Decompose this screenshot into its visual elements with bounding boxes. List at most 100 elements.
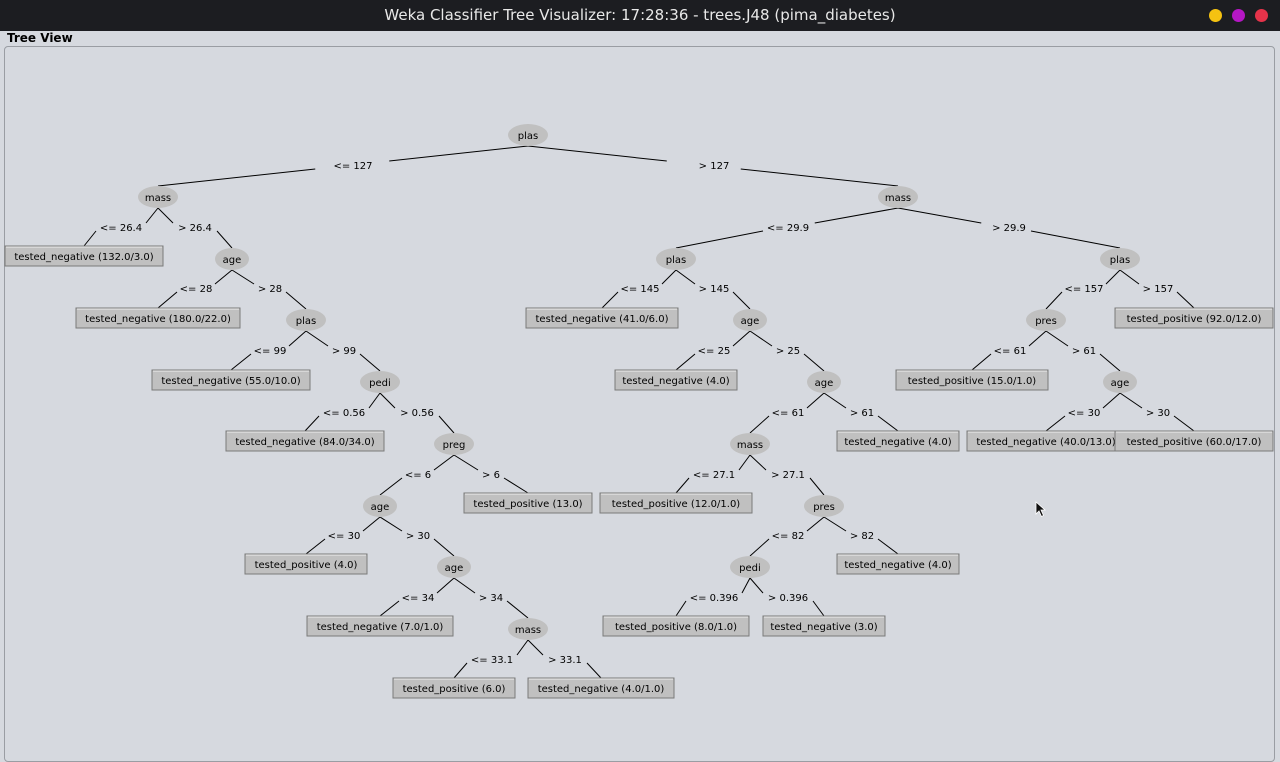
edge-label: > 61: [850, 408, 874, 419]
node-label: age: [371, 502, 390, 513]
tree-leaf[interactable]: tested_negative (4.0): [614, 369, 738, 391]
tree-edge-line: [675, 477, 690, 494]
leaf-box: [151, 369, 311, 391]
tree-edge-line: [379, 477, 403, 496]
tree-node[interactable]: age: [215, 248, 249, 270]
tree-node[interactable]: pres: [1026, 309, 1066, 331]
leaf-box: [614, 369, 738, 391]
leaf-label: tested_negative (4.0): [622, 376, 729, 387]
tree-node[interactable]: plas: [656, 248, 696, 270]
tree-edge-line: [823, 392, 847, 409]
leaf-box: [527, 677, 675, 699]
leaf-label: tested_positive (92.0/12.0): [1127, 314, 1262, 325]
tree-edge-line: [675, 600, 687, 617]
tree-node[interactable]: pedi: [360, 371, 400, 393]
tree-node[interactable]: age: [437, 556, 471, 578]
tree-leaf[interactable]: tested_negative (84.0/34.0): [225, 430, 385, 452]
tree-edge-line: [1045, 291, 1063, 310]
edge-label: <= 0.396: [690, 593, 739, 604]
tree-node[interactable]: age: [807, 371, 841, 393]
tree-edge-line: [83, 230, 97, 247]
tree-leaf[interactable]: tested_negative (41.0/6.0): [525, 307, 679, 329]
tree-edge-line: [1030, 230, 1121, 249]
tree-edge-line: [806, 392, 825, 409]
tree-node[interactable]: pres: [804, 495, 844, 517]
tree-node[interactable]: mass: [138, 186, 178, 208]
tree-leaf[interactable]: tested_negative (180.0/22.0): [75, 307, 241, 329]
tree-leaf[interactable]: tested_positive (60.0/17.0): [1114, 430, 1274, 452]
leaf-label: tested_negative (4.0): [844, 560, 951, 571]
title-bar[interactable]: Weka Classifier Tree Visualizer: 17:28:3…: [0, 0, 1280, 31]
edge-label: <= 26.4: [100, 223, 142, 234]
minimize-button[interactable]: [1209, 9, 1222, 22]
tree-leaf[interactable]: tested_negative (4.0): [836, 553, 960, 575]
tree-leaf[interactable]: tested_positive (15.0/1.0): [895, 369, 1049, 391]
tree-node[interactable]: age: [1103, 371, 1137, 393]
tree-view-panel[interactable]: [4, 46, 1275, 762]
tree-leaf[interactable]: tested_negative (7.0/1.0): [306, 615, 454, 637]
tree-edge-line: [1176, 291, 1195, 309]
tree-node[interactable]: mass: [878, 186, 918, 208]
node-ellipse: [730, 433, 770, 455]
tree-edge-line: [214, 269, 233, 285]
tree-edge-line: [1099, 353, 1121, 372]
tree-node[interactable]: plas: [508, 124, 548, 146]
tree-leaf[interactable]: tested_positive (13.0): [463, 492, 593, 514]
tree-leaf[interactable]: tested_positive (12.0/1.0): [599, 492, 753, 514]
tree-node[interactable]: preg: [434, 433, 474, 455]
tree-edge-line: [503, 477, 529, 494]
edge-label: <= 27.1: [693, 470, 735, 481]
edge-label: <= 25: [698, 346, 731, 357]
tree-leaf[interactable]: tested_negative (3.0): [762, 615, 886, 637]
leaf-label: tested_negative (41.0/6.0): [536, 314, 669, 325]
tree-edge-line: [305, 538, 326, 555]
tree-node[interactable]: plas: [286, 309, 326, 331]
edge-label: > 25: [776, 346, 800, 357]
node-label: plas: [1110, 255, 1130, 266]
tree-edge-line: [527, 639, 544, 656]
tree-edge-line: [971, 353, 992, 371]
tree-leaf[interactable]: tested_positive (4.0): [244, 553, 368, 575]
tree-edge-line: [230, 353, 252, 371]
edge-label: > 29.9: [992, 223, 1026, 234]
maximize-button[interactable]: [1232, 9, 1245, 22]
node-ellipse: [730, 556, 770, 578]
tree-leaf[interactable]: tested_negative (55.0/10.0): [151, 369, 311, 391]
tree-leaf[interactable]: tested_positive (6.0): [392, 677, 516, 699]
tree-edge-line: [359, 353, 381, 372]
leaf-box: [4, 245, 164, 267]
tree-node[interactable]: age: [363, 495, 397, 517]
tree-leaf[interactable]: tested_positive (92.0/12.0): [1114, 307, 1274, 329]
tree-leaf[interactable]: tested_negative (4.0): [836, 430, 960, 452]
tree-node[interactable]: mass: [508, 618, 548, 640]
close-button[interactable]: [1255, 9, 1268, 22]
tree-leaf[interactable]: tested_negative (132.0/3.0): [4, 245, 164, 267]
tree-leaf[interactable]: tested_negative (4.0/1.0): [527, 677, 675, 699]
leaf-label: tested_positive (60.0/17.0): [1127, 437, 1262, 448]
tree-edge-line: [749, 538, 770, 557]
tree-edge-line: [740, 168, 899, 187]
tree-node[interactable]: age: [733, 309, 767, 331]
tree-node[interactable]: plas: [1100, 248, 1140, 270]
leaf-label: tested_positive (13.0): [473, 499, 582, 510]
tree-node[interactable]: mass: [730, 433, 770, 455]
tree-node[interactable]: pedi: [730, 556, 770, 578]
leaf-label: tested_negative (4.0/1.0): [538, 684, 665, 695]
edge-label: > 34: [479, 593, 503, 604]
tree-edge-line: [516, 639, 529, 656]
edge-label: <= 145: [620, 284, 659, 295]
leaf-label: tested_positive (6.0): [403, 684, 506, 695]
leaf-box: [1114, 307, 1274, 329]
edge-label: > 30: [406, 531, 430, 542]
tree-leaf[interactable]: tested_negative (40.0/13.0): [966, 430, 1126, 452]
leaf-label: tested_negative (40.0/13.0): [976, 437, 1115, 448]
edge-label: > 6: [482, 470, 500, 481]
tree-edge-line: [732, 330, 751, 347]
tree-edge-line: [231, 269, 255, 285]
edge-label: > 82: [850, 531, 874, 542]
tree-leaf[interactable]: tested_positive (8.0/1.0): [602, 615, 750, 637]
tree-edge-line: [741, 577, 751, 594]
node-ellipse: [656, 248, 696, 270]
tree-view-label: Tree View: [7, 31, 73, 45]
